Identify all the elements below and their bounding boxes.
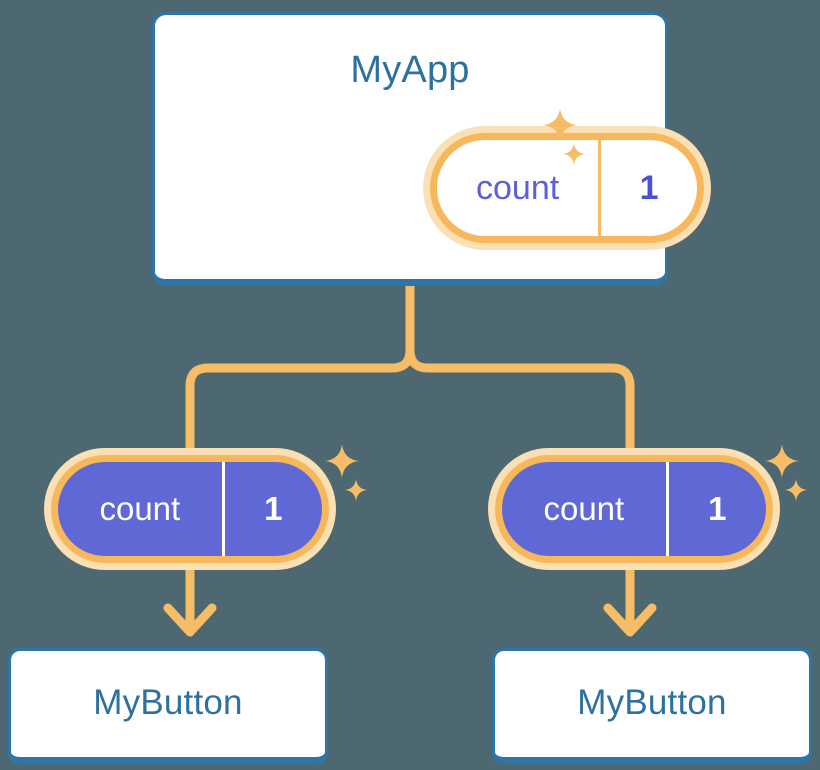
sparkle-icon bbox=[325, 444, 359, 478]
branch-connector-icon bbox=[185, 281, 415, 455]
signal-name: count bbox=[476, 168, 560, 207]
signal-pill-right[interactable]: count 1 bbox=[488, 448, 780, 570]
pill-body: count 1 bbox=[437, 140, 697, 236]
pill-body: count 1 bbox=[502, 462, 766, 556]
mybutton-card-right[interactable]: MyButton bbox=[492, 648, 812, 764]
sparkle-icon-small bbox=[345, 479, 367, 501]
page-title: MyApp bbox=[350, 49, 470, 91]
signal-value: 1 bbox=[221, 462, 322, 556]
signal-pill-myapp[interactable]: count 1 bbox=[423, 126, 711, 250]
sparkle-icon bbox=[765, 444, 799, 478]
mybutton-label: MyButton bbox=[577, 683, 727, 722]
arrow-down-icon-right bbox=[603, 603, 657, 637]
pill-ring: count 1 bbox=[495, 455, 773, 563]
pill-body: count 1 bbox=[58, 462, 322, 556]
sparkle-icon-small bbox=[785, 479, 807, 501]
signal-value: 1 bbox=[598, 140, 697, 236]
branch-connector-icon-right bbox=[405, 345, 635, 455]
mybutton-card-left[interactable]: MyButton bbox=[8, 648, 328, 764]
signal-value: 1 bbox=[665, 462, 766, 556]
signal-name: count bbox=[99, 490, 181, 527]
arrow-down-icon-left bbox=[163, 603, 217, 637]
signal-name: count bbox=[543, 490, 625, 527]
signal-pill-left[interactable]: count 1 bbox=[44, 448, 336, 570]
pill-ring: count 1 bbox=[430, 133, 704, 243]
pill-ring: count 1 bbox=[51, 455, 329, 563]
myapp-card[interactable]: MyApp count 1 bbox=[152, 12, 711, 286]
mybutton-label: MyButton bbox=[93, 683, 243, 722]
